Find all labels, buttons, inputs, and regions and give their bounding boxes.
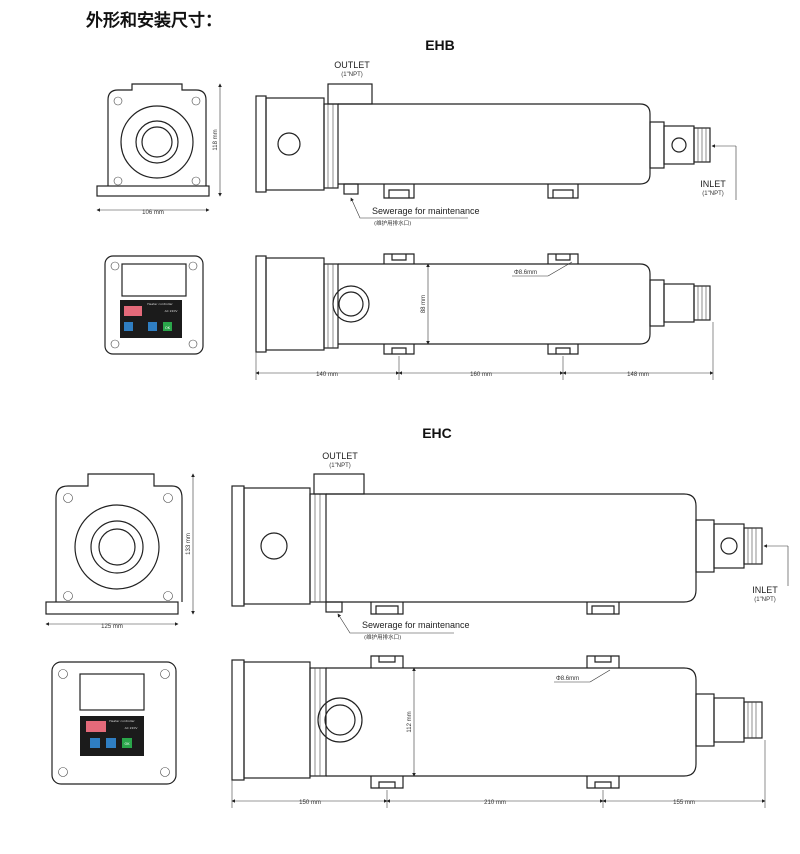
ehc-hole-label: Φ8.6mm (556, 676, 579, 682)
ehb-inlet-leader (712, 146, 737, 200)
ehb-sewerage-leader (350, 197, 468, 219)
ehc-front-view (45, 473, 183, 615)
ehb-panel-label: Heater controller (147, 302, 173, 306)
ehc-outlet-label: OUTLET (322, 451, 358, 461)
ehb-dim-left: 140 mm (316, 372, 338, 378)
ehb-side-view (255, 83, 711, 199)
ehb-body-height: 88 mm (421, 295, 427, 313)
ehb-hole-label: Φ8.6mm (514, 270, 537, 276)
ehc-side-view (231, 473, 763, 615)
ehc-dim-right: 155 mm (673, 800, 695, 806)
ehb-ok-button: OK (165, 326, 171, 330)
ehc-dim-mid: 210 mm (484, 800, 506, 806)
ehc-front-height: 133 mm (186, 533, 192, 555)
ehc-top-view (231, 655, 763, 789)
ehc-length-dimensions (231, 740, 766, 808)
ehb-controller-front (104, 255, 204, 355)
page-title: 外形和安装尺寸： (86, 11, 222, 31)
ehb-front-height: 118 mm (213, 129, 219, 150)
ehb-inlet-spec: (1"NPT) (702, 191, 723, 197)
ehc-inlet-label: INLET (752, 585, 778, 595)
ehb-outlet-spec: (1"NPT) (341, 72, 362, 78)
ehb-front-width: 106 mm (142, 210, 164, 216)
ehb-dim-mid: 160 mm (470, 372, 492, 378)
ehc-body-height: 112 mm (407, 711, 413, 732)
ehc-panel-voltage: AC 220V (125, 726, 139, 730)
ehb-heading: EHB (425, 37, 455, 53)
ehb-outlet-label: OUTLET (334, 60, 370, 70)
ehb-sewerage-cn: (维护用排水口) (374, 219, 411, 227)
ehc-heading: EHC (422, 425, 452, 441)
ehc-outlet-spec: (1"NPT) (329, 463, 350, 469)
ehc-ok-button: OK (124, 742, 130, 746)
ehb-top-view (255, 253, 711, 355)
ehb-length-dimensions (255, 322, 714, 380)
ehb-panel-voltage: AC 220V (165, 309, 179, 313)
ehb-front-view (96, 83, 210, 197)
ehb-dim-right: 148 mm (627, 372, 649, 378)
ehc-sewerage-label: Sewerage for maintenance (362, 620, 470, 630)
ehc-controller-front (51, 661, 177, 785)
ehc-inlet-leader (764, 546, 789, 586)
ehb-inlet-label: INLET (700, 179, 726, 189)
ehc-sewerage-leader (337, 613, 454, 634)
ehc-hole-leader (589, 669, 611, 683)
ehb-sewerage-label: Sewerage for maintenance (372, 206, 480, 216)
ehc-sewerage-cn: (维护用排水口) (364, 633, 401, 641)
ehc-dim-left: 150 mm (299, 800, 321, 806)
ehb-hole-leader (547, 261, 573, 277)
ehc-front-width: 125 mm (101, 624, 123, 630)
ehc-inlet-spec: (1"NPT) (754, 597, 775, 603)
ehc-panel-label: Heater controller (109, 719, 135, 723)
